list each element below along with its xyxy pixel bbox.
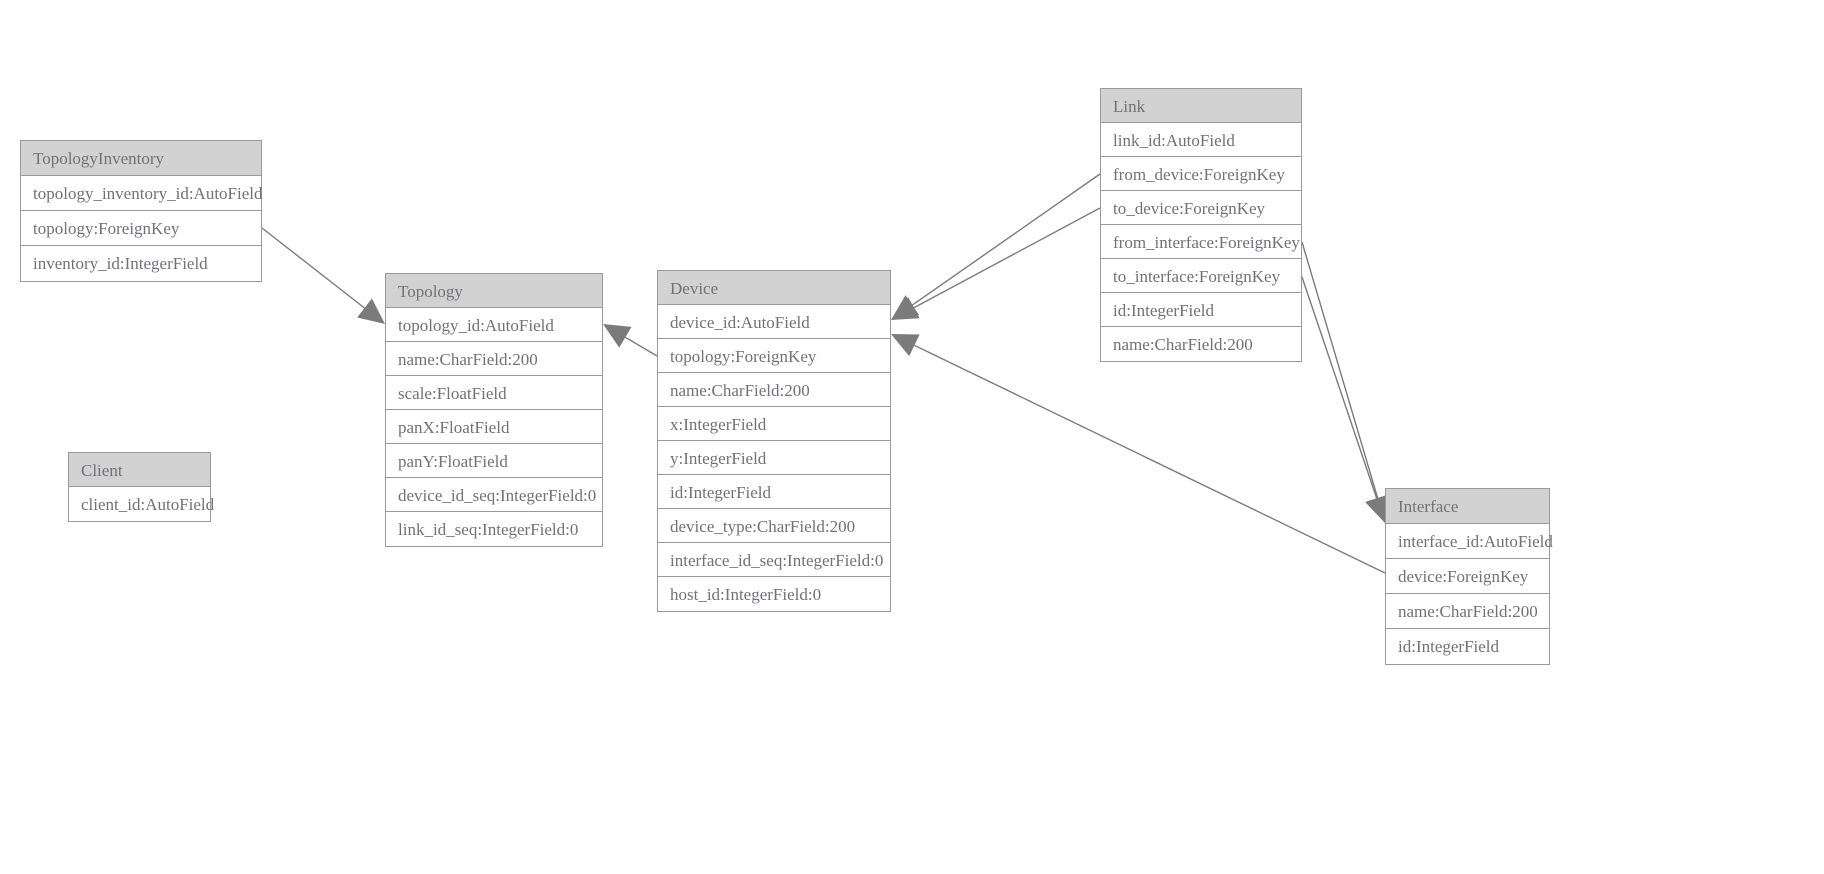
relationship-line: [261, 227, 365, 309]
relationship-rel-interface-device: [891, 334, 1386, 574]
relationship-arrowhead: [357, 298, 385, 324]
entity-field-device-8: host_id:IntegerField:0: [658, 577, 890, 611]
entity-field-link-2: to_device:ForeignKey: [1101, 191, 1301, 225]
entity-field-link-4: to_interface:ForeignKey: [1101, 259, 1301, 293]
relationship-line: [913, 207, 1101, 309]
relationship-rel-link-to-interface: [1301, 276, 1389, 523]
entity-field-device-4: y:IntegerField: [658, 441, 890, 475]
relationship-line: [911, 173, 1101, 306]
relationship-arrowhead: [891, 297, 920, 320]
entity-field-device-2: name:CharField:200: [658, 373, 890, 407]
entity-field-topology-1: name:CharField:200: [386, 342, 602, 376]
relationship-arrowhead: [603, 324, 632, 348]
entity-field-topology-0: topology_id:AutoField: [386, 308, 602, 342]
entity-field-device-0: device_id:AutoField: [658, 305, 890, 339]
entity-field-topology_inventory-2: inventory_id:IntegerField: [21, 246, 261, 281]
relationship-line: [914, 344, 1386, 574]
relationship-line: [1301, 276, 1378, 499]
relationship-rel-link-from-device: [891, 173, 1101, 320]
entity-field-interface-1: device:ForeignKey: [1386, 559, 1549, 594]
relationship-rel-link-to-device: [891, 207, 1101, 320]
entity-field-topology_inventory-0: topology_inventory_id:AutoField: [21, 176, 263, 211]
entity-field-device-1: topology:ForeignKey: [658, 339, 890, 373]
relationship-arrowhead: [891, 334, 920, 357]
entity-field-client-0: client_id:AutoField: [69, 487, 214, 521]
entity-title-link: Link: [1101, 89, 1301, 123]
entity-field-link-3: from_interface:ForeignKey: [1101, 225, 1301, 259]
entity-field-link-6: name:CharField:200: [1101, 327, 1301, 361]
entity-title-topology_inventory: TopologyInventory: [21, 141, 261, 176]
entity-field-link-5: id:IntegerField: [1101, 293, 1301, 327]
entity-field-interface-2: name:CharField:200: [1386, 594, 1549, 629]
entity-title-client: Client: [69, 453, 210, 487]
entity-title-interface: Interface: [1386, 489, 1549, 524]
entity-field-topology-5: device_id_seq:IntegerField:0: [386, 478, 602, 512]
entity-field-interface-3: id:IntegerField: [1386, 629, 1549, 664]
relationship-line: [625, 336, 658, 357]
entity-field-topology_inventory-1: topology:ForeignKey: [21, 211, 261, 246]
relationship-rel-device-topology: [603, 324, 658, 357]
entity-field-topology-4: panY:FloatField: [386, 444, 602, 478]
entity-title-topology: Topology: [386, 274, 602, 308]
entity-field-device-6: device_type:CharField:200: [658, 509, 890, 543]
relationship-arrowhead: [891, 295, 920, 320]
entity-title-device: Device: [658, 271, 890, 305]
entity-field-topology-3: panX:FloatField: [386, 410, 602, 444]
entity-field-topology-2: scale:FloatField: [386, 376, 602, 410]
entity-field-interface-0: interface_id:AutoField: [1386, 524, 1553, 559]
entity-field-topology-6: link_id_seq:IntegerField:0: [386, 512, 602, 546]
entity-field-link-0: link_id:AutoField: [1101, 123, 1301, 157]
entity-field-device-3: x:IntegerField: [658, 407, 890, 441]
relationship-rel-link-from-interface: [1301, 241, 1390, 523]
entity-field-link-1: from_device:ForeignKey: [1101, 157, 1301, 191]
relationship-rel-topologyinventory-topology: [261, 227, 385, 324]
relationship-line: [1301, 241, 1379, 499]
entity-field-device-7: interface_id_seq:IntegerField:0: [658, 543, 890, 577]
entity-field-device-5: id:IntegerField: [658, 475, 890, 509]
